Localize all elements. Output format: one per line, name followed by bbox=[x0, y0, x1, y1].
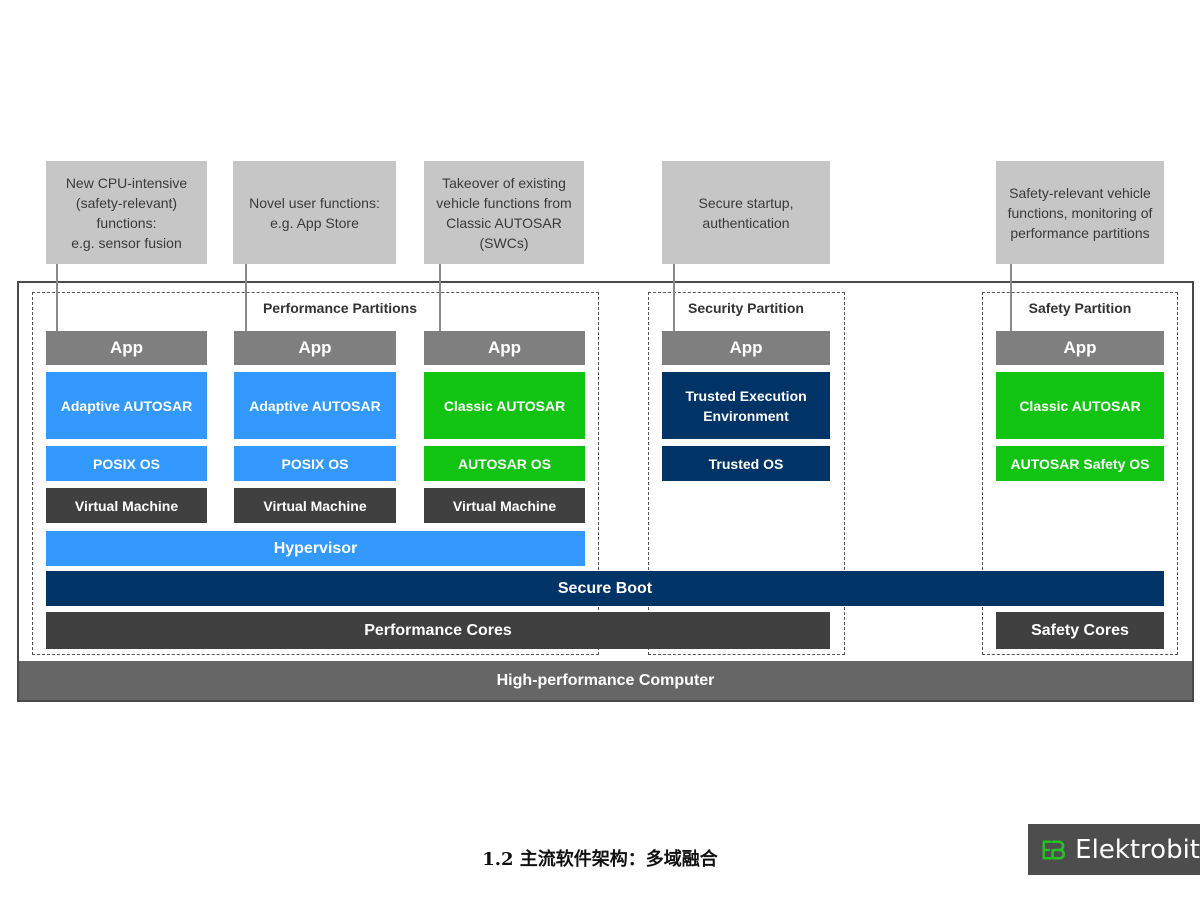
connector-line bbox=[439, 264, 441, 332]
note-secure-startup: Secure startup, authentication bbox=[662, 161, 830, 264]
elektrobit-eb-logo-icon bbox=[1042, 839, 1065, 860]
virtual-machine-block: Virtual Machine bbox=[46, 488, 207, 523]
note-cpu-intensive-functions: New CPU-intensive (safety-relevant) func… bbox=[46, 161, 207, 264]
classic-autosar-block: Classic AUTOSAR bbox=[424, 372, 585, 439]
app-block: App bbox=[46, 331, 207, 365]
virtual-machine-block: Virtual Machine bbox=[424, 488, 585, 523]
connector-line bbox=[245, 264, 247, 332]
app-block: App bbox=[234, 331, 396, 365]
high-performance-computer-bar: High-performance Computer bbox=[19, 661, 1192, 700]
adaptive-autosar-block: Adaptive AUTOSAR bbox=[46, 372, 207, 439]
hypervisor-bar: Hypervisor bbox=[46, 531, 585, 566]
posix-os-block: POSIX OS bbox=[46, 446, 207, 481]
note-takeover-classic: Takeover of existing vehicle functions f… bbox=[424, 161, 584, 264]
safety-partition-frame bbox=[982, 292, 1178, 655]
classic-autosar-block: Classic AUTOSAR bbox=[996, 372, 1164, 439]
app-block: App bbox=[662, 331, 830, 365]
autosar-safety-os-block: AUTOSAR Safety OS bbox=[996, 446, 1164, 481]
slide-caption: 1.2 主流软件架构：多域融合 bbox=[482, 849, 718, 870]
connector-line bbox=[673, 264, 675, 332]
performance-cores-bar: Performance Cores bbox=[46, 612, 830, 649]
safety-cores-bar: Safety Cores bbox=[996, 612, 1164, 649]
secure-boot-bar: Secure Boot bbox=[46, 571, 1164, 606]
performance-partitions-title: Performance Partitions bbox=[262, 300, 418, 316]
posix-os-block: POSIX OS bbox=[234, 446, 396, 481]
app-block: App bbox=[996, 331, 1164, 365]
performance-partitions-frame bbox=[32, 292, 599, 655]
security-partition-frame bbox=[648, 292, 845, 655]
trusted-execution-environment-block: Trusted Execution Environment bbox=[662, 372, 830, 439]
adaptive-autosar-block: Adaptive AUTOSAR bbox=[234, 372, 396, 439]
security-partition-title: Security Partition bbox=[688, 300, 804, 316]
virtual-machine-block: Virtual Machine bbox=[234, 488, 396, 523]
autosar-os-block: AUTOSAR OS bbox=[424, 446, 585, 481]
note-novel-user-functions: Novel user functions: e.g. App Store bbox=[233, 161, 396, 264]
connector-line bbox=[1010, 264, 1012, 332]
safety-partition-title: Safety Partition bbox=[1028, 300, 1132, 316]
app-block: App bbox=[424, 331, 585, 365]
logo-text: Elektrobit bbox=[1075, 834, 1200, 865]
note-safety-relevant: Safety-relevant vehicle functions, monit… bbox=[996, 161, 1164, 264]
elektrobit-logo: Elektrobit bbox=[1028, 824, 1200, 875]
connector-line bbox=[56, 264, 58, 332]
trusted-os-block: Trusted OS bbox=[662, 446, 830, 481]
